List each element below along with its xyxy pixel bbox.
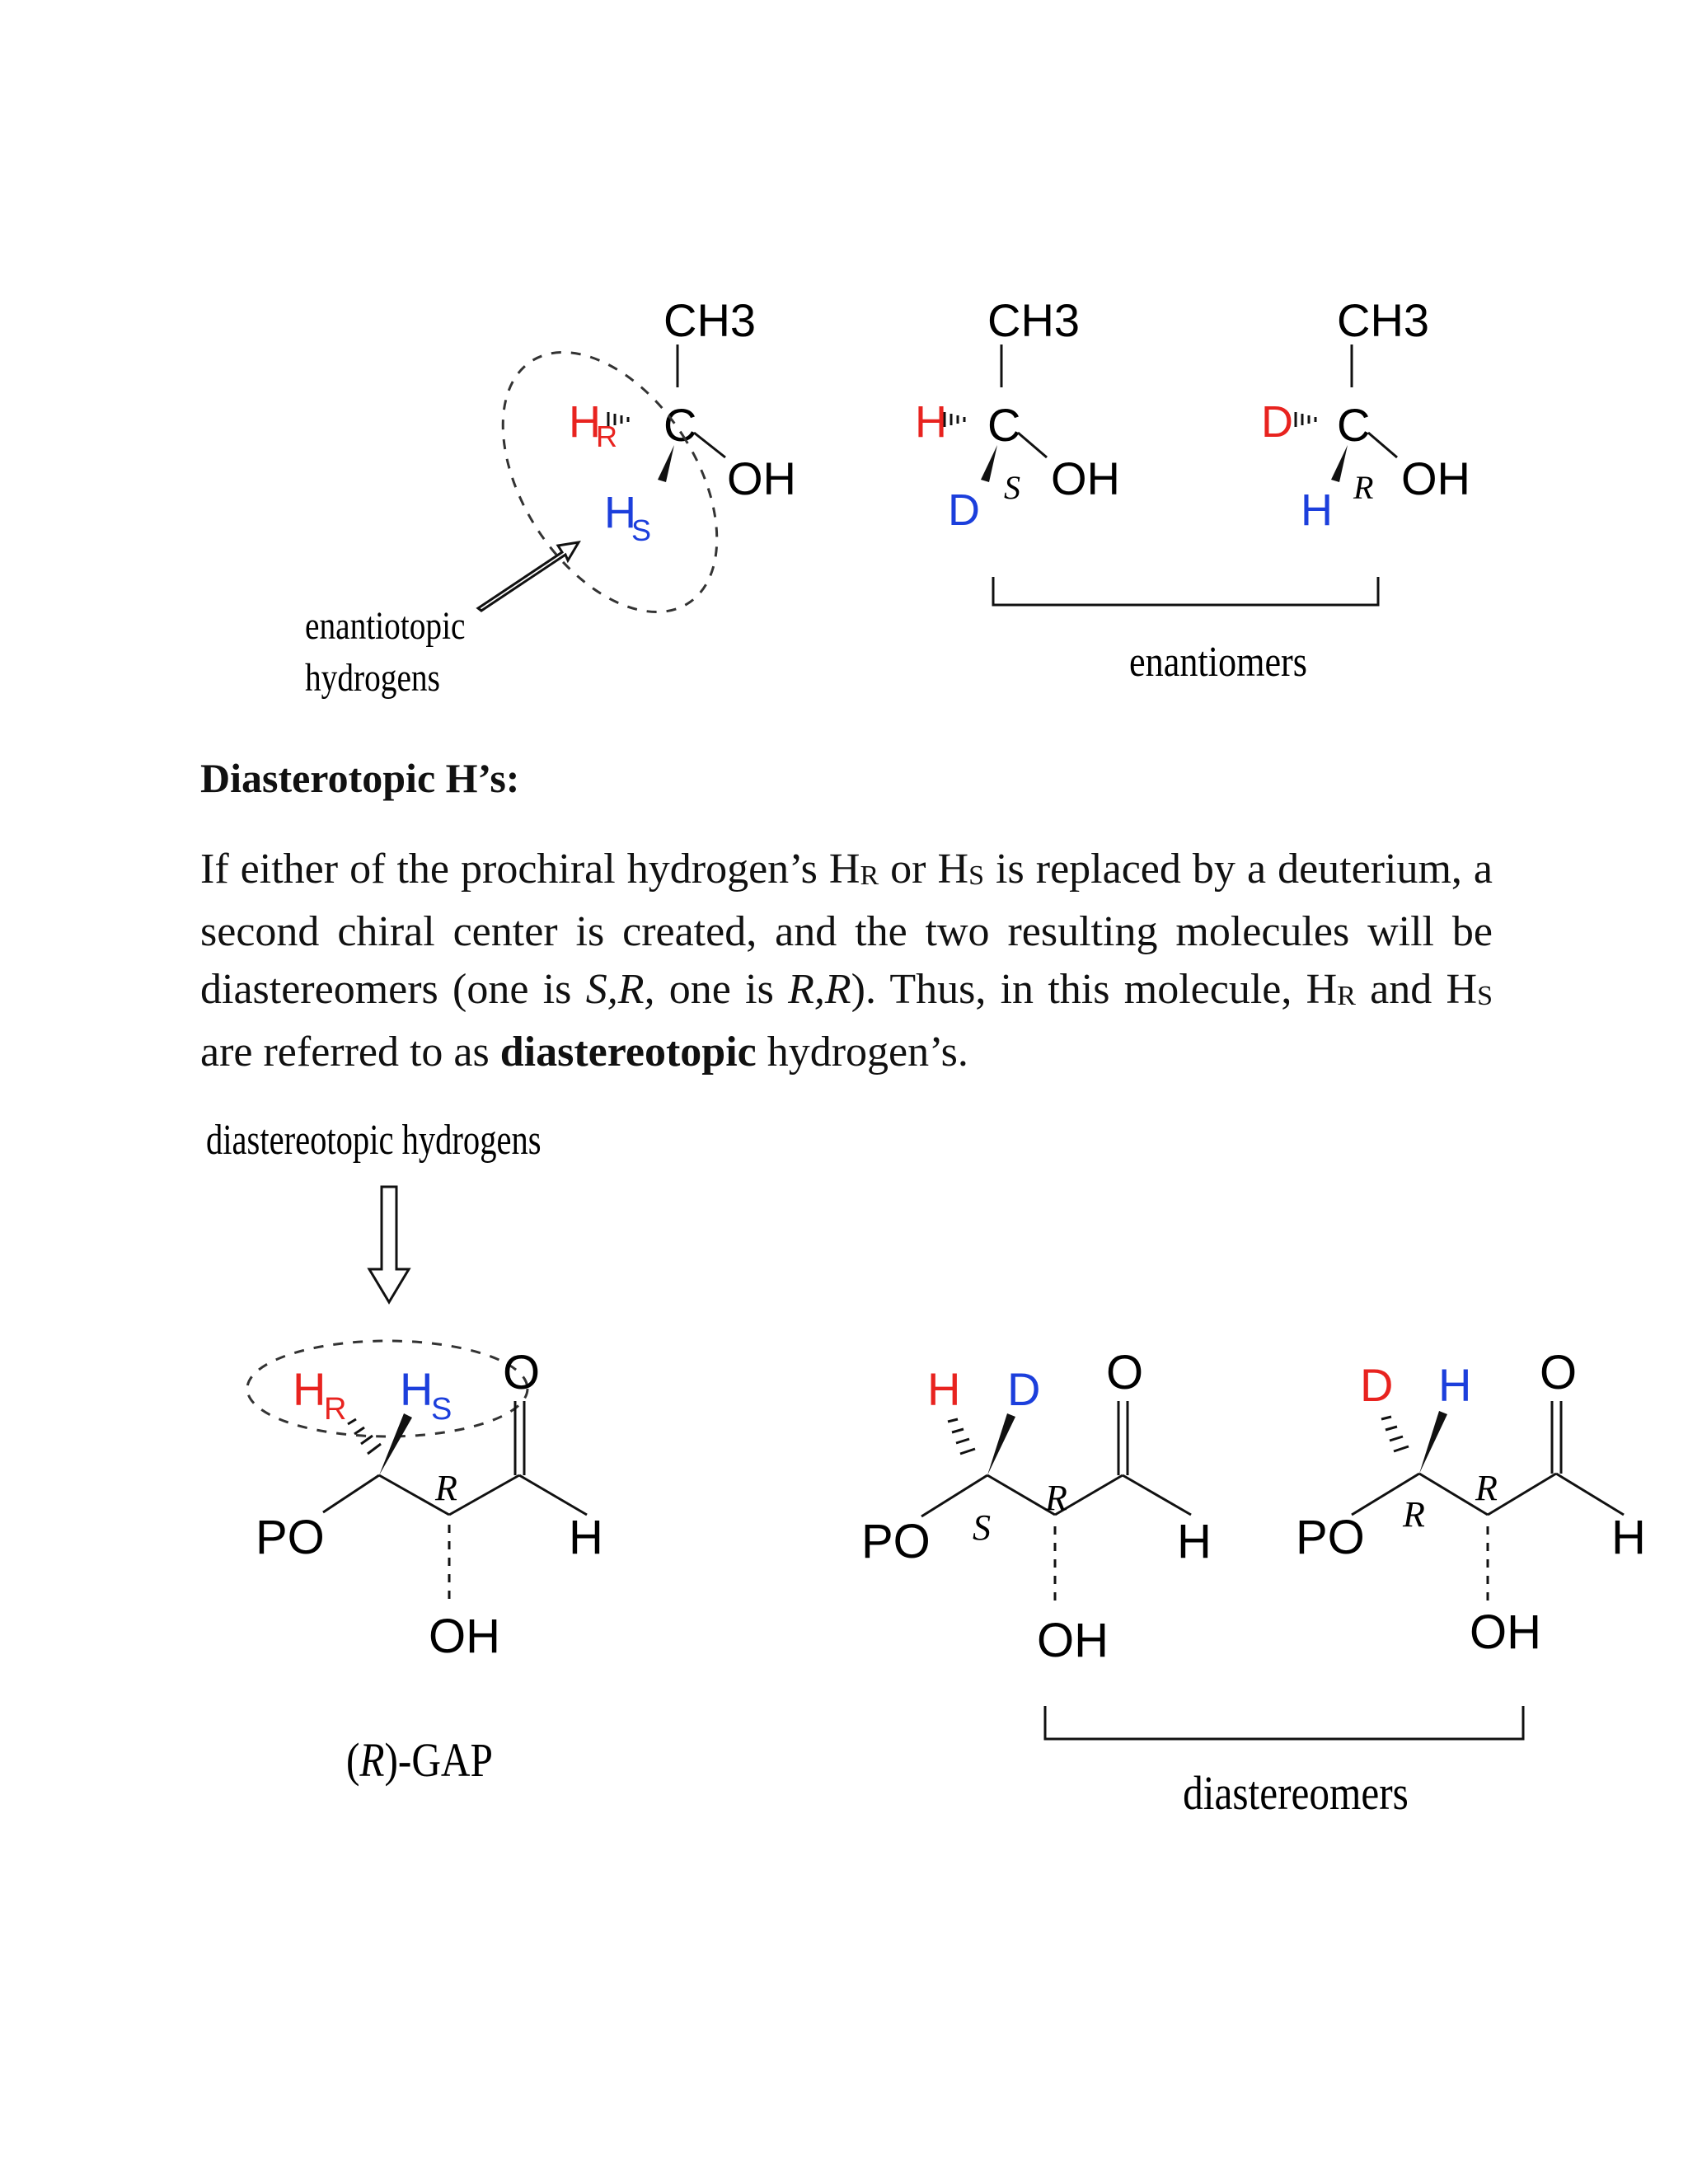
config-label-c2: R bbox=[1044, 1478, 1067, 1518]
molecule-diastereomer-rr: D H O PO R R H OH bbox=[1296, 1346, 1646, 1659]
d-label: D bbox=[1360, 1359, 1393, 1411]
h-label: H bbox=[569, 1511, 603, 1564]
hs-subscript: S bbox=[431, 1392, 452, 1427]
oh-label: OH bbox=[429, 1610, 500, 1663]
hr-subscript: R bbox=[324, 1392, 346, 1427]
ch3-label: CH3 bbox=[987, 294, 1080, 346]
carbon-label: C bbox=[987, 399, 1020, 451]
config-label-c3: S bbox=[973, 1507, 991, 1548]
d-label: D bbox=[948, 485, 980, 535]
oh-label: OH bbox=[1401, 452, 1470, 504]
enantiotopic-ellipse bbox=[501, 350, 719, 614]
o-label: O bbox=[503, 1346, 540, 1399]
oh-label: OH bbox=[1051, 452, 1120, 504]
h-label: H bbox=[915, 397, 947, 447]
enantiotopic-caption-line1: enantiotopic bbox=[305, 604, 465, 647]
molecule-r-gap: H R H S O PO R H OH (R)-GAP bbox=[246, 1339, 603, 1787]
oh-label: OH bbox=[1470, 1605, 1541, 1659]
enantiotopic-caption-line2: hydrogens bbox=[305, 656, 440, 699]
oh-label: OH bbox=[727, 452, 796, 504]
molecule-prochiral-ethanol: CH3 C OH H R H S enantiotopic hydrogens bbox=[305, 294, 796, 700]
config-label: R bbox=[1353, 469, 1373, 506]
section-heading: Diasterotopic H’s: bbox=[200, 755, 520, 801]
po-label: PO bbox=[1296, 1511, 1365, 1564]
r-gap-label: (R)-GAP bbox=[346, 1733, 493, 1787]
molecule-diastereomer-sr: H D O PO S R H OH bbox=[861, 1346, 1212, 1667]
o-label: O bbox=[1540, 1346, 1577, 1399]
h-label: H bbox=[927, 1363, 960, 1415]
diastereotopic-caption: diastereotopic hydrogens bbox=[206, 1116, 542, 1164]
hs-label: H bbox=[604, 488, 636, 537]
d-label: D bbox=[1007, 1363, 1040, 1415]
config-label: R bbox=[434, 1468, 457, 1508]
ch3-label: CH3 bbox=[1337, 294, 1429, 346]
d-label: D bbox=[1261, 397, 1293, 447]
h-label: H bbox=[1438, 1359, 1471, 1411]
o-label: O bbox=[1106, 1346, 1143, 1399]
po-label: PO bbox=[861, 1515, 931, 1568]
carbon-label: C bbox=[1337, 399, 1370, 451]
h-label: H bbox=[1611, 1511, 1646, 1564]
diastereomers-label: diastereomers bbox=[1183, 1766, 1409, 1820]
h-label: H bbox=[1177, 1515, 1212, 1568]
hs-subscript: S bbox=[631, 513, 651, 547]
hollow-down-arrow-icon bbox=[367, 1185, 411, 1305]
hr-label: H bbox=[569, 397, 601, 447]
config-label-c3: R bbox=[1402, 1494, 1425, 1535]
config-label-c2: R bbox=[1475, 1468, 1498, 1508]
hollow-arrow-icon bbox=[476, 541, 581, 612]
molecule-s-enantiomer: CH3 C OH H D S bbox=[915, 294, 1120, 535]
hr-subscript: R bbox=[596, 419, 617, 453]
config-label: S bbox=[1004, 469, 1020, 506]
carbon-label: C bbox=[663, 399, 696, 451]
enantiomers-bracket bbox=[992, 577, 1380, 607]
h-label: H bbox=[1301, 485, 1333, 535]
enantiomers-label: enantiomers bbox=[1129, 639, 1307, 686]
hr-label: H bbox=[293, 1363, 326, 1415]
po-label: PO bbox=[256, 1511, 325, 1564]
diastereotopic-ellipse bbox=[246, 1339, 529, 1438]
explanation-paragraph: If either of the prochiral hydrogen’s HR… bbox=[200, 846, 1493, 1076]
ch3-label: CH3 bbox=[663, 294, 756, 346]
diastereomers-bracket bbox=[1043, 1706, 1525, 1741]
oh-label: OH bbox=[1037, 1614, 1109, 1667]
hs-label: H bbox=[400, 1363, 433, 1415]
molecule-r-enantiomer: CH3 C OH D H R bbox=[1261, 294, 1470, 535]
